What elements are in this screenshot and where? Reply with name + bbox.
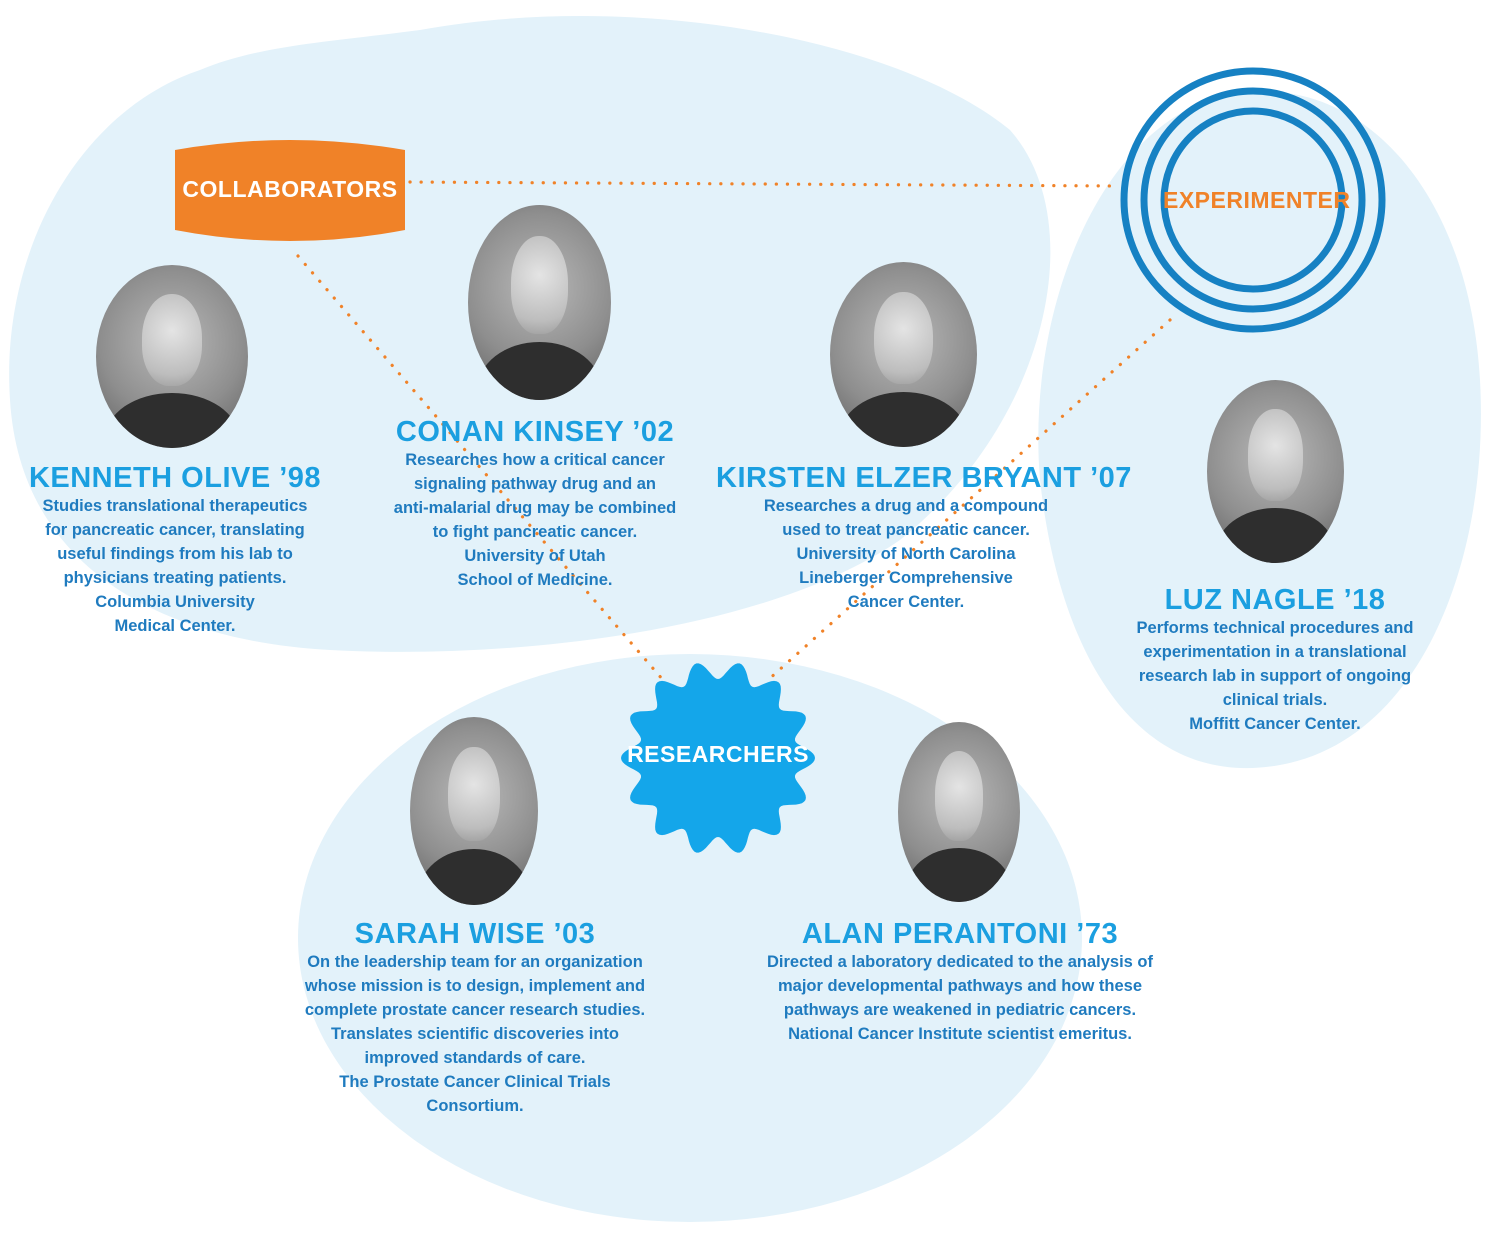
person-bio: Researches how a critical cancer signali… <box>365 448 705 592</box>
person-name: ALAN PERANTONI ’73 <box>801 918 1119 950</box>
bio-line: School of Medicine. <box>457 571 613 589</box>
bio-line: Cancer Center. <box>847 593 965 611</box>
person-name: SARAH WISE ’03 <box>354 918 596 950</box>
experimenter-rings <box>1120 67 1386 333</box>
portrait-conan-kinsey <box>468 205 611 400</box>
portrait-kirsten-elzer-bryant <box>830 262 977 447</box>
bio-line: improved standards of care. <box>364 1049 586 1067</box>
person-name: KIRSTEN ELZER BRYANT ’07 <box>716 462 1132 494</box>
bio-line: clinical trials. <box>1222 691 1328 709</box>
bio-line: Medical Center. <box>114 617 236 635</box>
portrait-kenneth-olive <box>96 265 248 448</box>
bio-line: research lab in support of ongoing <box>1138 667 1412 685</box>
person-bio: Researches a drug and a compound used to… <box>716 494 1096 614</box>
bio-line: used to treat pancreatic cancer. <box>782 521 1030 539</box>
portrait-luz-nagle <box>1207 380 1344 563</box>
connector-collaborators-experimenter <box>408 180 1122 188</box>
bio-line: useful findings from his lab to <box>57 545 293 563</box>
collaborators-label: COLLABORATORS <box>182 176 398 202</box>
person-sarah-wise: SARAH WISE ’03 On the leadership team fo… <box>250 918 700 1118</box>
bio-line: signaling pathway drug and an <box>413 475 657 493</box>
bio-line: anti-malarial drug may be combined <box>393 499 677 517</box>
bio-line: whose mission is to design, implement an… <box>304 977 646 995</box>
bio-line: University of North Carolina <box>796 545 1016 563</box>
bio-line: Performs technical procedures and <box>1136 619 1414 637</box>
bio-line: to fight pancreatic cancer. <box>432 523 638 541</box>
bio-line: Researches a drug and a compound <box>763 497 1049 515</box>
bio-line: experimentation in a translational <box>1143 643 1407 661</box>
bio-line: Columbia University <box>95 593 255 611</box>
person-name: LUZ NAGLE ’18 <box>1164 584 1386 616</box>
person-name: KENNETH OLIVE ’98 <box>28 462 322 494</box>
bio-line: Directed a laboratory dedicated to the a… <box>766 953 1154 971</box>
bio-line: Studies translational therapeutics <box>42 497 308 515</box>
researchers-seal <box>621 663 815 853</box>
person-name: CONAN KINSEY ’02 <box>395 416 675 448</box>
connector-experimenter-researchers <box>766 318 1172 682</box>
bio-line: Consortium. <box>426 1097 524 1115</box>
bio-line: Lineberger Comprehensive <box>799 569 1013 587</box>
collaborators-badge <box>175 140 405 241</box>
bio-line: Researches how a critical cancer <box>405 451 665 469</box>
person-bio: Performs technical procedures and experi… <box>1105 616 1445 736</box>
portrait-alan-perantoni <box>898 722 1020 902</box>
bio-line: for pancreatic cancer, translating <box>45 521 305 539</box>
bio-line: pathways are weakened in pediatric cance… <box>783 1001 1137 1019</box>
person-luz-nagle: LUZ NAGLE ’18 Performs technical procedu… <box>1105 584 1445 736</box>
connector-collaborators-researchers <box>296 254 665 682</box>
bio-line: major developmental pathways and how the… <box>777 977 1142 995</box>
bio-line: physicians treating patients. <box>63 569 287 587</box>
bio-line: National Cancer Institute scientist emer… <box>788 1025 1132 1043</box>
researchers-label: RESEARCHERS <box>627 741 809 767</box>
bio-line: The Prostate Cancer Clinical Trials <box>339 1073 611 1091</box>
person-kirsten-elzer-bryant: KIRSTEN ELZER BRYANT ’07 Researches a dr… <box>716 462 1132 614</box>
person-bio: On the leadership team for an organizati… <box>250 950 700 1118</box>
person-bio: Directed a laboratory dedicated to the a… <box>720 950 1200 1046</box>
person-bio: Studies translational therapeutics for p… <box>20 494 330 638</box>
experimenter-label: EXPERIMENTER <box>1163 187 1351 213</box>
bio-line: Moffitt Cancer Center. <box>1189 715 1361 733</box>
bio-line: University of Utah <box>464 547 606 565</box>
person-kenneth-olive: KENNETH OLIVE ’98 Studies translational … <box>20 462 330 638</box>
bio-line: On the leadership team for an organizati… <box>307 953 643 971</box>
portrait-sarah-wise <box>410 717 538 905</box>
connector-lines <box>296 180 1172 682</box>
bio-line: Translates scientific discoveries into <box>331 1025 619 1043</box>
person-alan-perantoni: ALAN PERANTONI ’73 Directed a laboratory… <box>720 918 1200 1046</box>
person-conan-kinsey: CONAN KINSEY ’02 Researches how a critic… <box>365 416 705 592</box>
bio-line: complete prostate cancer research studie… <box>304 1001 646 1019</box>
